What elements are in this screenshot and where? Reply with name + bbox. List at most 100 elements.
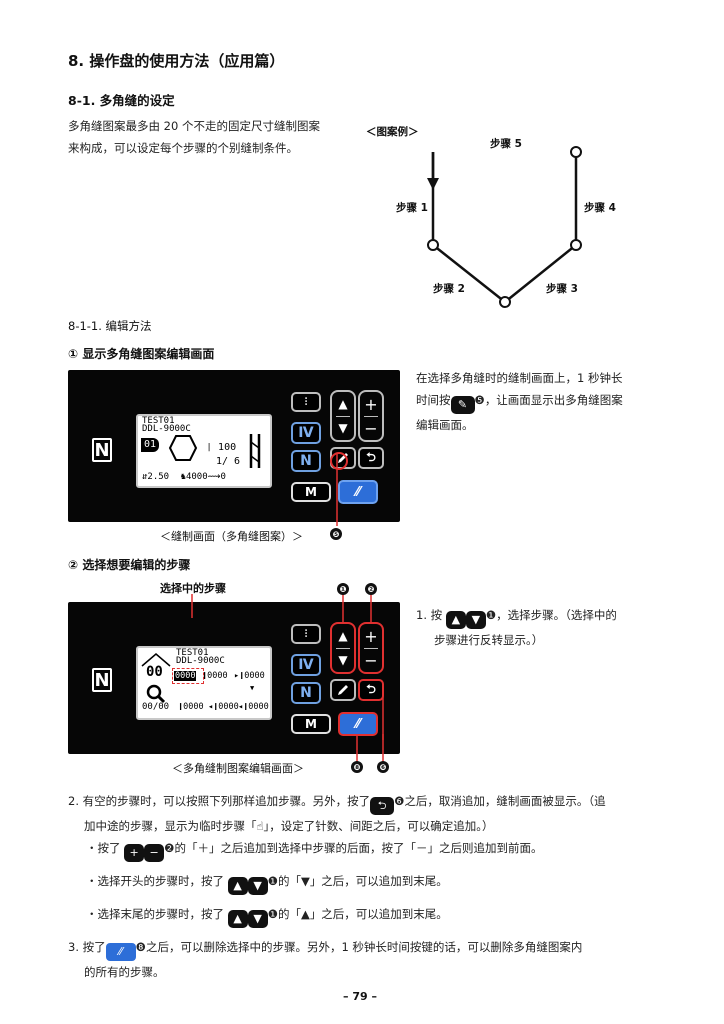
lcd-step-number: 00 bbox=[146, 664, 163, 680]
point-marker bbox=[427, 239, 439, 251]
down-arrow-icon[interactable]: ▼ bbox=[338, 421, 348, 435]
reverse-stitch-button-a[interactable]: Ⅳ bbox=[291, 654, 321, 676]
lcd-cell[interactable]: ◂❙0000 bbox=[208, 702, 239, 712]
down-arrow-icon[interactable]: ▼ bbox=[338, 653, 348, 667]
circled-1: ❶ bbox=[267, 907, 278, 921]
plus-icon[interactable]: + bbox=[364, 626, 378, 646]
circled-6: ❻ bbox=[394, 794, 405, 808]
circled-1: ❶ bbox=[267, 874, 278, 888]
lcd-cell-value: 0000 bbox=[183, 702, 204, 712]
lcd-cell-value: 0000 bbox=[218, 702, 239, 712]
pencil-icon bbox=[338, 685, 348, 695]
minus-icon[interactable]: − bbox=[364, 418, 378, 438]
lcd-cell[interactable]: ◂❙0000 bbox=[238, 702, 269, 712]
item3-line1: 3. 按了⁄⁄❽之后，可以删除选择中的步骤。另外，1 秒钟长时间按键的话，可以删… bbox=[68, 936, 708, 961]
bullet2-a: ・选择开头的步骤时，按了 bbox=[86, 874, 224, 888]
step-4-label: 步骤 4 bbox=[584, 202, 616, 214]
pitch-icon: ⇵ bbox=[142, 472, 148, 482]
desc2-line2: 步骤进行反转显示。） bbox=[434, 633, 544, 647]
callout-number-6: ❻ bbox=[377, 761, 389, 773]
item3-a: 3. 按了 bbox=[68, 940, 106, 954]
desc2-a: 1. 按 bbox=[416, 608, 443, 622]
lcd-stitch-value: 100 bbox=[218, 442, 237, 453]
lcd-step-total: 00/00 bbox=[142, 702, 170, 712]
lcd-machine-name: DDL-9000C bbox=[176, 656, 225, 666]
item2-line2-a: 加中途的步骤，显示为临时步骤「 bbox=[84, 819, 257, 833]
lcd-pattern-name: TEST01 bbox=[176, 648, 209, 658]
thread-trim-button[interactable]: ⫶ bbox=[291, 624, 321, 644]
section-title-8-1: 8-1. 多角缝的设定 bbox=[68, 93, 175, 108]
desc1-line2-a: 时间按 bbox=[416, 393, 451, 407]
bullet1-b: 的「＋」之后追加到选择中步骤的后面，按了「－」之后则追加到前面。 bbox=[174, 841, 543, 855]
callout-ring-5 bbox=[330, 452, 348, 470]
bullet2-b: 的「▼」之后，可以追加到末尾。 bbox=[277, 874, 448, 888]
lcd-cell-value: 0000 bbox=[207, 671, 228, 681]
nfc-icon: N bbox=[92, 668, 112, 692]
desc2-b: ，选择步骤。（选择中的 bbox=[496, 608, 617, 622]
bullet3-b: 的「▲」之后，可以追加到末尾。 bbox=[277, 907, 448, 921]
speed-icon: ♞ bbox=[180, 472, 186, 482]
reverse-stitch-button-a[interactable]: Ⅳ bbox=[291, 422, 321, 444]
plus-icon[interactable]: + bbox=[364, 394, 378, 414]
point-marker bbox=[499, 296, 511, 308]
direction-arrow-icon bbox=[427, 178, 439, 190]
lcd-cell-value: 0000 bbox=[248, 702, 269, 712]
plus-minus-key[interactable]: + − bbox=[358, 622, 384, 674]
reverse-stitch-button-b[interactable]: N bbox=[291, 682, 321, 704]
callout-number-1: ❶ bbox=[337, 583, 349, 595]
return-button[interactable]: ⮌ bbox=[358, 447, 384, 469]
edit-pencil-button[interactable] bbox=[330, 679, 356, 701]
intro-text: 多角缝图案最多由 20 个不走的固定尺寸缝制图案 来构成，可以设定每个步骤的个别… bbox=[68, 115, 320, 159]
sub-title-1: ① 显示多角缝图案编辑画面 bbox=[68, 347, 215, 361]
callout-number-5: ❺ bbox=[330, 528, 342, 540]
sub-title-2: ② 选择想要编辑的步骤 bbox=[68, 558, 191, 572]
desc1-line2: 时间按✎❺，让画面显示出多角缝图案 bbox=[416, 389, 623, 414]
step-5-label: 步骤 5 bbox=[490, 138, 522, 150]
lcd-pattern-name: TEST01 bbox=[142, 416, 175, 426]
magnifier-icon bbox=[146, 684, 166, 704]
thread-trim-button[interactable]: ⫶ bbox=[291, 392, 321, 412]
polygon-pattern-icon bbox=[168, 435, 198, 461]
up-down-key[interactable]: ▲ ▼ bbox=[330, 390, 356, 442]
item-2: 2. 有空的步骤时，可以按照下列那样追加步骤。另外，按了⮌❻之后，取消追加，缝制… bbox=[68, 790, 708, 837]
mode-button[interactable]: M bbox=[291, 714, 331, 734]
ready-button[interactable]: ⁄⁄ bbox=[338, 480, 378, 504]
lcd-stitch-count: ❘ 100 bbox=[206, 442, 237, 453]
item3-b: 之后，可以删除选择中的步骤。另外，1 秒钟长时间按键的话，可以删除多角缝图案内 bbox=[145, 940, 583, 954]
up-down-key[interactable]: ▲ ▼ bbox=[330, 622, 356, 674]
pentagon-diagram bbox=[427, 146, 582, 308]
minus-icon[interactable]: − bbox=[364, 650, 378, 670]
lcd-cell[interactable]: ❙0000 bbox=[178, 702, 204, 712]
plus-minus-key[interactable]: + − bbox=[358, 390, 384, 442]
example-label: ＜图案例＞ bbox=[366, 126, 419, 138]
page-heading: 8. 操作盘的使用方法（应用篇） bbox=[68, 52, 285, 70]
desc2: 1. 按 ▲▼❶，选择步骤。（选择中的 步骤进行反转显示。） bbox=[416, 604, 617, 651]
ready-button[interactable]: ⁄⁄ bbox=[338, 712, 378, 736]
up-key-icon: ▲ bbox=[227, 909, 248, 928]
callout-line-6 bbox=[382, 690, 384, 740]
intro-line-2: 来构成，可以设定每个步骤的个别缝制条件。 bbox=[68, 141, 298, 155]
circled-5: ❺ bbox=[474, 393, 485, 407]
down-key-icon: ▼ bbox=[465, 611, 486, 629]
bullet-1: ・按了 +−❷的「＋」之后追加到选择中步骤的后面，按了「－」之后则追加到前面。 bbox=[86, 840, 542, 862]
step-2-label: 步骤 2 bbox=[433, 283, 465, 295]
up-arrow-icon[interactable]: ▲ bbox=[338, 397, 348, 411]
step-1-label: 步骤 1 bbox=[396, 202, 428, 214]
lcd-cell[interactable]: ❙0000 bbox=[202, 671, 228, 681]
lcd-cell[interactable]: ▸❙0000 bbox=[234, 671, 265, 681]
up-arrow-icon[interactable]: ▲ bbox=[338, 629, 348, 643]
step-shape-icon bbox=[141, 653, 171, 667]
item2-line2: 加中途的步骤，显示为临时步骤「☝」，设定了针数、间距之后，可以确定追加。） bbox=[68, 815, 708, 837]
reverse-stitch-button-b[interactable]: N bbox=[291, 450, 321, 472]
control-panel-edit: N TEST01 DDL-9000C 00 0000 ❙0000 ▸❙0000 … bbox=[68, 602, 400, 754]
selected-step-label: 选择中的步骤 bbox=[160, 582, 226, 595]
intro-line-1: 多角缝图案最多由 20 个不走的固定尺寸缝制图案 bbox=[68, 119, 320, 133]
counter-icon: ⟿ bbox=[207, 472, 221, 482]
mode-button[interactable]: M bbox=[291, 482, 331, 502]
lcd-step-counter: 1/ 6 bbox=[216, 456, 241, 467]
selected-step-highlight bbox=[172, 668, 204, 684]
lcd-cell-selected[interactable]: 0000 bbox=[174, 671, 197, 681]
temp-step-icon: ☝ bbox=[256, 819, 264, 833]
control-panel-sewing: N TEST01 DDL-9000C 01 ❘ 100 1/ 6 ⇵2.50 ♞… bbox=[68, 370, 400, 522]
down-key-icon: ▼ bbox=[247, 876, 268, 895]
